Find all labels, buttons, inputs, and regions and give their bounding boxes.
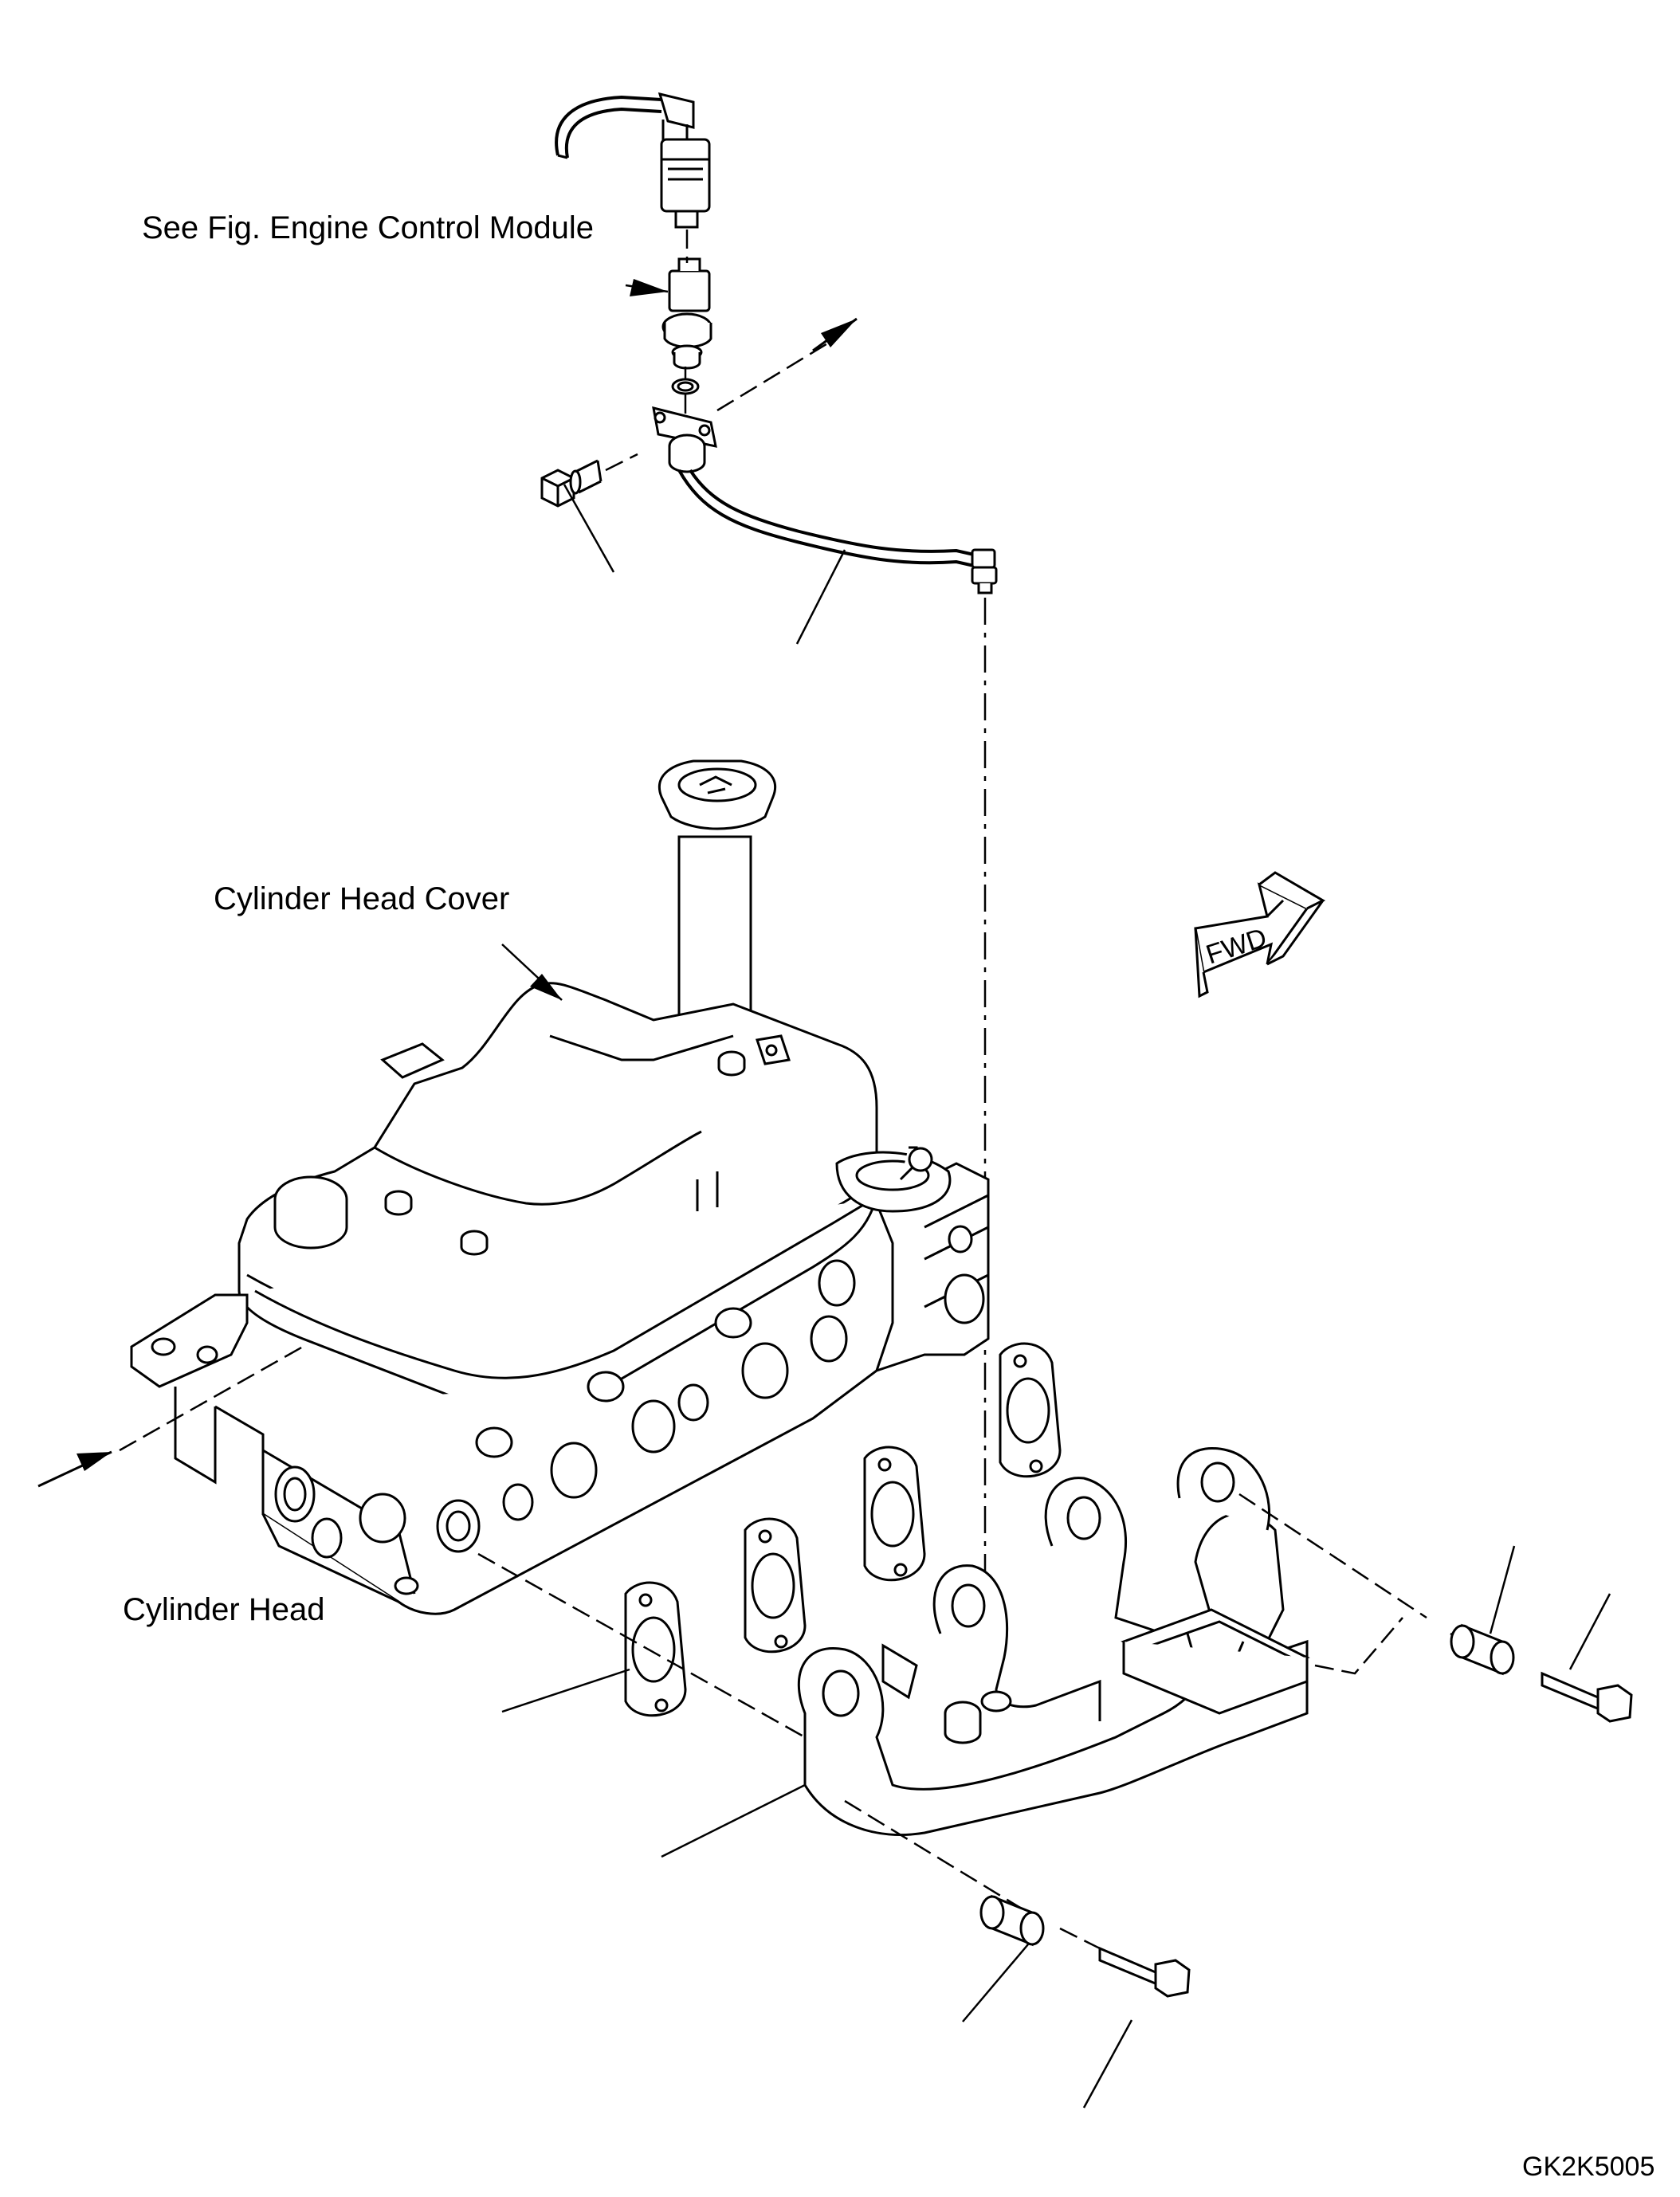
bracket-bolt [540, 459, 603, 508]
cylinder-head-cover-label: Cylinder Head Cover [214, 881, 510, 916]
exhaust-gaskets [624, 1342, 1062, 1717]
sensor-harness [555, 92, 711, 229]
cylinder-head-label: Cylinder Head [123, 1592, 325, 1627]
ecm-note-label: See Fig. Engine Control Module [142, 210, 594, 245]
figure-code-label: GK2K5005 [1522, 2152, 1655, 2182]
cylinder-head-cover [237, 982, 878, 1414]
oil-filler [657, 759, 777, 1037]
forward-arrow: FWD [1194, 871, 1326, 998]
bracket-and-tube [652, 406, 998, 594]
cover-bolts [384, 1050, 746, 1256]
head-assembly-line [119, 1345, 304, 1452]
exhaust-manifold [797, 1447, 1310, 1836]
manifold-hardware [979, 1623, 1633, 1998]
cylinder-head-ports [151, 1259, 856, 1595]
pressure-sensor [661, 257, 712, 395]
sensor-assembly-lines [605, 230, 830, 472]
